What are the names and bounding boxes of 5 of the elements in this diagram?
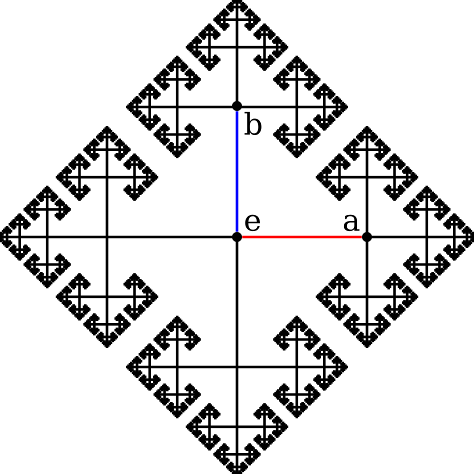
node-label: e [245,214,260,232]
node-label: b [244,112,262,136]
edge-line [242,236,362,238]
node-label: a [344,214,360,232]
edge-line [236,111,238,232]
